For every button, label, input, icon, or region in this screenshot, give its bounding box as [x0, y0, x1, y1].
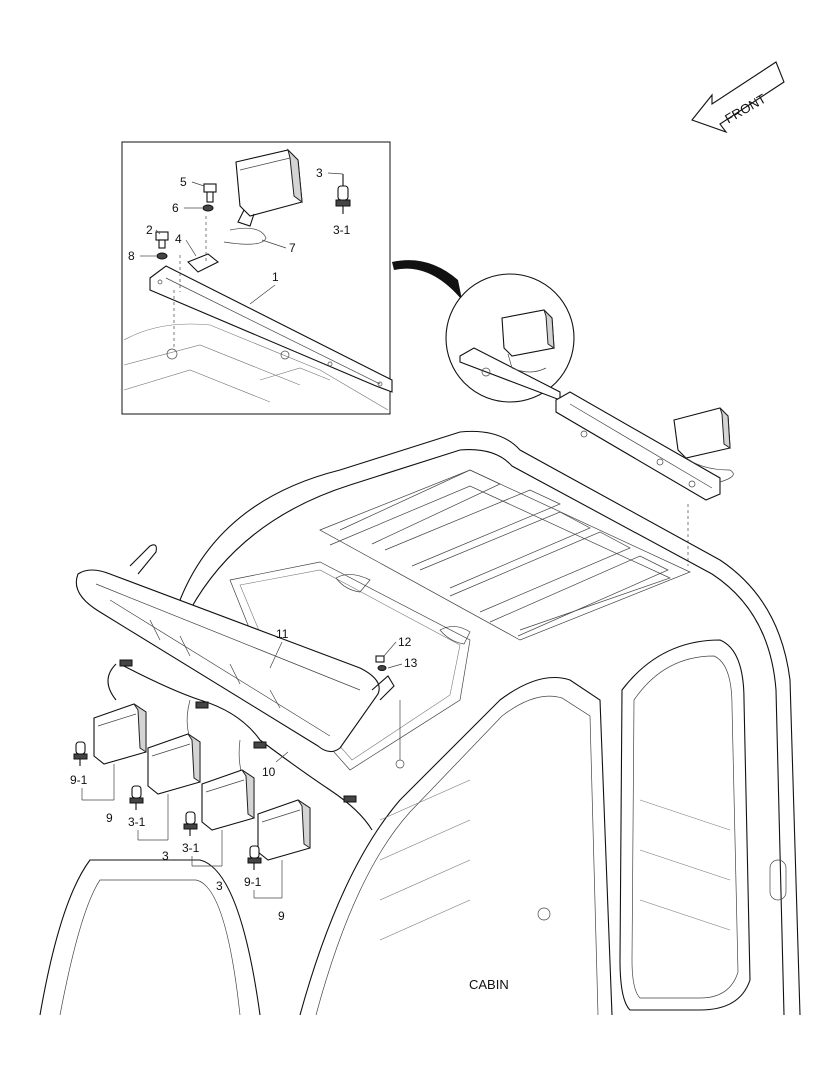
callout-3-1-inset: 3-1 [333, 223, 351, 237]
bulb-3-1-icon-a [129, 785, 144, 810]
callout-9-left: 9 [106, 811, 113, 825]
inset-callouts: 5 6 2 4 8 7 3 3-1 1 [128, 166, 351, 305]
work-lamp-9-left [93, 703, 147, 765]
wiring-harness [107, 663, 373, 831]
callout-1: 1 [272, 270, 279, 284]
callout-4: 4 [175, 232, 182, 246]
front-direction-arrow: FRONT [691, 61, 785, 134]
cabin-body [39, 430, 801, 1016]
bulb-9-1-icon-right [247, 845, 262, 870]
washer-13 [377, 665, 387, 671]
main-callouts: 11 12 13 10 9-1 9 3-1 3 3-1 3 9-1 9 [70, 627, 418, 923]
callout-2: 2 [146, 223, 153, 237]
work-lamp-9-right [257, 799, 311, 861]
detail-pointer-arrow [392, 260, 462, 300]
bulb-3-1-icon-b [183, 811, 198, 836]
detail-inset [121, 141, 393, 415]
callout-7: 7 [289, 241, 296, 255]
washer-8 [156, 252, 168, 260]
callout-3-inset: 3 [316, 166, 323, 180]
callout-9-1-left: 9-1 [70, 773, 88, 787]
callout-3-1-b: 3-1 [182, 841, 200, 855]
callout-12: 12 [398, 635, 412, 649]
work-lamp-3-a [147, 733, 201, 795]
callout-3-b: 3 [216, 879, 223, 893]
callout-3-a: 3 [162, 849, 169, 863]
bolt-5 [203, 183, 217, 203]
callout-11: 11 [276, 627, 289, 641]
callout-9-right: 9 [278, 909, 285, 923]
bulb-3-1-icon [335, 174, 351, 214]
front-light-bar [75, 544, 395, 753]
callout-6: 6 [172, 201, 179, 215]
callout-13: 13 [404, 656, 418, 670]
callout-9-1-right: 9-1 [244, 875, 262, 889]
bolt-2 [155, 231, 169, 249]
callout-5: 5 [180, 175, 187, 189]
washer-6 [202, 204, 214, 212]
caption-cabin: CABIN [469, 977, 509, 992]
magnified-view [445, 273, 575, 403]
light-mounting-bar [555, 391, 734, 566]
work-lamp-upper [223, 148, 303, 245]
callout-10: 10 [262, 765, 276, 779]
bolt-12 [375, 655, 385, 663]
bulb-9-1-icon-left [73, 741, 88, 766]
work-lamp-3-b [201, 769, 255, 831]
callout-8: 8 [128, 249, 135, 263]
callout-3-1-a: 3-1 [128, 815, 146, 829]
